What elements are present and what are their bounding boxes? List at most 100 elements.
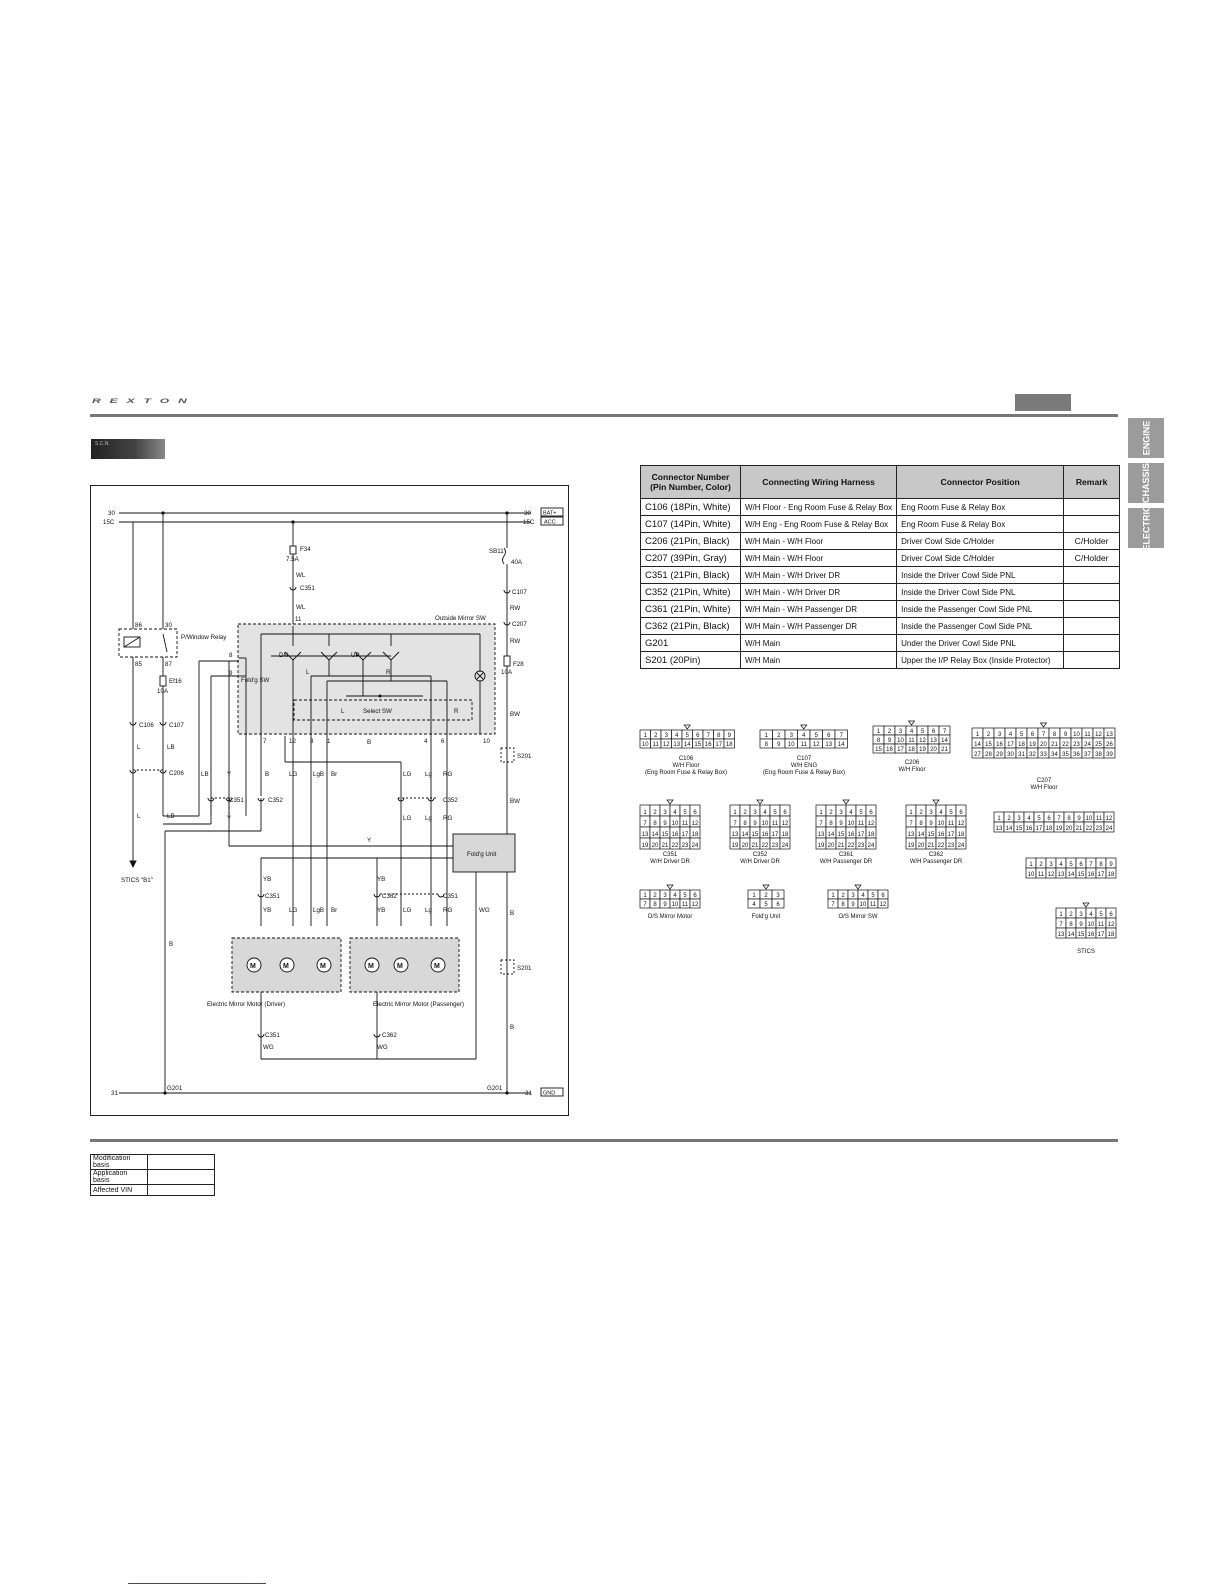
svg-text:24: 24 [692,843,699,849]
g201-left: G201 [167,1085,183,1092]
f28-label: F28 [513,661,524,668]
svg-text:1: 1 [644,733,648,739]
table-row: C362 (21Pin, Black)W/H Main - W/H Passen… [640,617,1120,635]
rail-15c-right: 15C [523,519,535,526]
f34-fuse [289,545,297,555]
svg-text:15: 15 [1016,826,1023,832]
gnd-label: GND [543,1091,555,1097]
mirror-sw-label: Outside Mirror SW [435,615,486,622]
svg-text:5: 5 [921,729,925,735]
c107-label-left: C107 [169,722,184,729]
up-label: UP [351,652,360,659]
modification-basis-value[interactable] [147,1154,215,1170]
svg-text:18: 18 [868,832,875,838]
brand-logo: REXTON [92,397,196,405]
wire-wg-3: WG [377,1044,388,1051]
cell-remark [1063,617,1120,635]
cell-connector: C361 (21Pin, White) [640,600,741,618]
svg-text:4: 4 [673,893,677,899]
svg-text:1: 1 [976,732,980,738]
svg-text:21: 21 [1076,826,1083,832]
svg-text:3: 3 [1079,912,1083,918]
svg-text:13: 13 [930,738,937,744]
tab-engine[interactable]: ENGINE [1128,418,1164,458]
wire-lg-low: LG [403,815,411,822]
svg-text:6: 6 [1079,862,1083,868]
svg-text:10: 10 [860,902,867,908]
svg-text:17: 17 [1007,742,1014,748]
wire-b-left: B [169,941,173,948]
svg-text:6: 6 [881,893,885,899]
tab-electric[interactable]: ELECTRIC [1128,506,1164,551]
svg-text:M: M [283,963,289,970]
svg-text:6: 6 [776,902,780,908]
cell-position: Inside the Driver Cowl Side PNL [896,583,1065,601]
svg-text:14: 14 [1068,932,1075,938]
application-basis-value[interactable] [147,1169,215,1185]
relay-pin30: 30 [165,622,172,629]
bat-terminal [540,507,564,517]
motor-fold-driver [246,957,262,973]
svg-text:9: 9 [663,821,667,827]
c351-bottom: C351 [265,1032,280,1039]
svg-text:9: 9 [663,902,667,908]
svg-text:7: 7 [819,821,823,827]
svg-text:16: 16 [996,742,1003,748]
svg-text:15: 15 [694,742,701,748]
relay-pin87: 87 [165,661,172,668]
svg-text:3: 3 [776,893,780,899]
cell-remark: C/Holder [1063,532,1120,550]
svg-text:6: 6 [1031,732,1035,738]
cell-position: Inside the Driver Cowl Side PNL [896,566,1065,584]
svg-text:9: 9 [753,821,757,827]
svg-text:6: 6 [869,810,873,816]
svg-text:18: 18 [1046,826,1053,832]
svg-text:14: 14 [684,742,691,748]
cell-harness: W/H Main - W/H Driver DR [739,566,898,584]
svg-text:4: 4 [910,729,914,735]
svg-text:7: 7 [733,821,737,827]
svg-text:11: 11 [1084,732,1091,738]
svg-text:32: 32 [1029,752,1036,758]
relay-pin85: 85 [135,661,142,668]
svg-text:7: 7 [1059,922,1063,928]
c362-low: C362 [382,893,397,900]
svg-text:21: 21 [838,843,845,849]
connector-view-caption: W/H Passenger DR [820,859,873,865]
f28-fuse [503,655,511,667]
select-switch[interactable] [293,699,473,721]
f34-label: F34 [300,546,311,553]
svg-text:1: 1 [909,810,913,816]
svg-text:2: 2 [777,733,781,739]
svg-text:8: 8 [765,742,769,748]
svg-text:14: 14 [742,832,749,838]
section-tag: S.C.N. [91,439,165,459]
svg-text:20: 20 [742,843,749,849]
wire-l: L [137,744,141,751]
svg-text:5: 5 [815,733,819,739]
svg-text:4: 4 [849,810,853,816]
svg-text:13: 13 [908,832,915,838]
wire-rw: RW [510,605,520,612]
tab-chassis[interactable]: CHASSIS [1128,463,1164,503]
svg-text:23: 23 [1096,826,1103,832]
connector-view-caption: STICS [1077,949,1095,955]
svg-text:M: M [320,963,326,970]
svg-text:17: 17 [682,832,689,838]
connector-view-caption: W/H Passenger DR [910,859,963,865]
wire-wg-2: WG [263,1044,274,1051]
svg-text:3: 3 [1049,862,1053,868]
svg-text:6: 6 [932,729,936,735]
svg-text:38: 38 [1095,752,1102,758]
svg-text:4: 4 [673,810,677,816]
affected-vin-value[interactable] [147,1184,215,1196]
svg-text:2: 2 [888,729,892,735]
svg-text:25: 25 [1095,742,1102,748]
svg-text:26: 26 [1106,742,1113,748]
svg-text:M: M [434,963,440,970]
svg-text:10: 10 [642,742,649,748]
connector-view-caption: W/H Driver DR [740,859,780,865]
svg-text:9: 9 [929,821,933,827]
svg-text:19: 19 [908,843,915,849]
